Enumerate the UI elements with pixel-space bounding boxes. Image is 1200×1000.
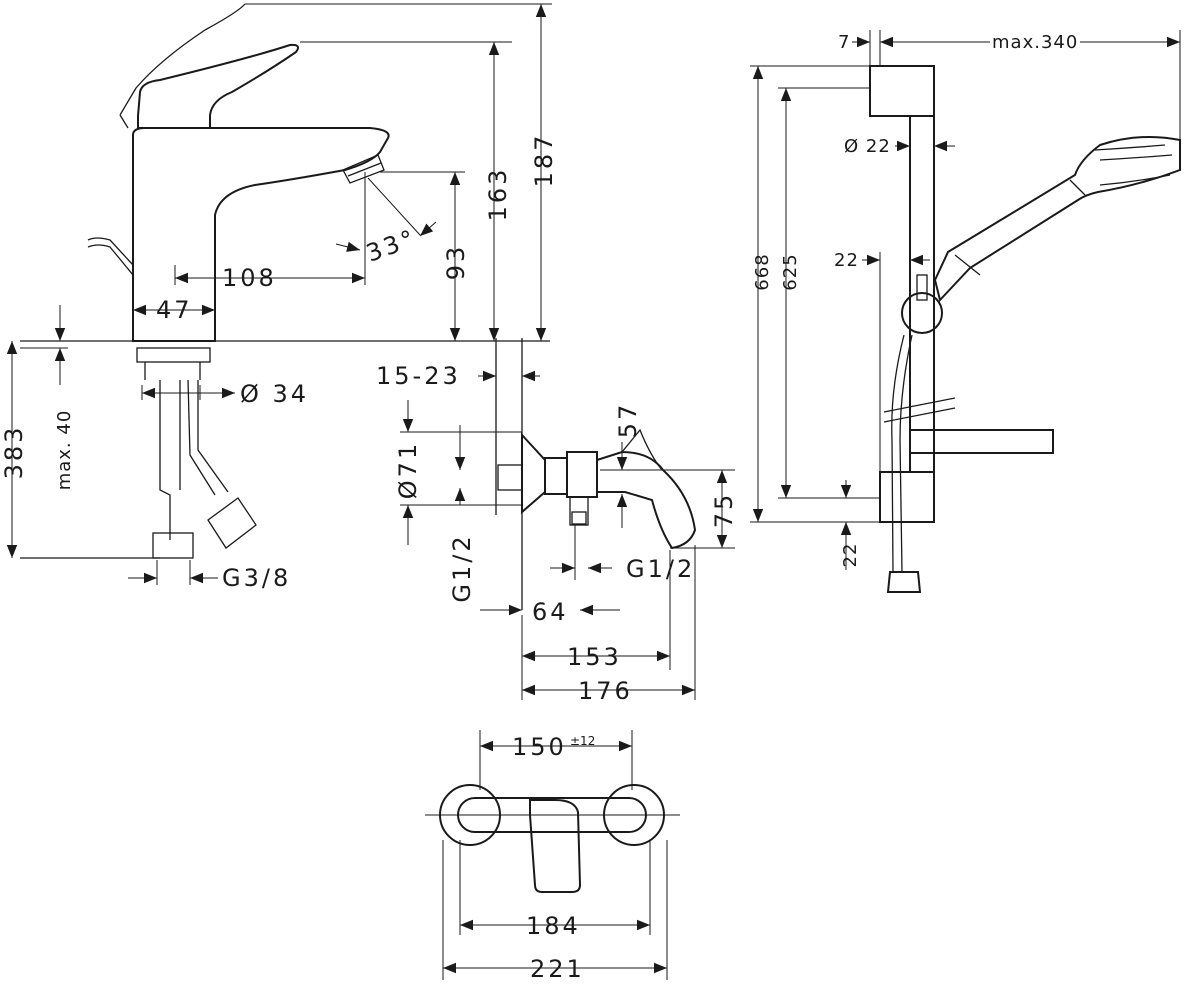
basin-dim-108: 108: [222, 264, 277, 292]
basin-dim-163: 163: [484, 167, 512, 222]
shower-mixer-body: [566, 451, 598, 498]
shower-dim-153: 153: [567, 643, 622, 671]
shower-dim-g12-left: G1/2: [448, 533, 476, 602]
rail-handshower: [933, 135, 1181, 303]
front-dim-221: 221: [530, 955, 585, 983]
rail-dim-7: 7: [838, 32, 850, 53]
basin-dim-47: 47: [156, 296, 193, 324]
front-dim-184: 184: [526, 912, 581, 940]
basin-hose-left: [159, 380, 181, 540]
basin-popup-rod: [87, 237, 134, 276]
rail-bottom-bracket: [879, 471, 935, 523]
shower-mixer-front-view: 150 ±12 184 221: [425, 730, 680, 983]
shower-rail-view: 7 max.340 Ø 22 22 668 625 22: [750, 30, 1181, 593]
front-dim-150: 150: [512, 733, 567, 761]
rail-top-bracket: [869, 65, 935, 117]
shower-eccentric: [497, 464, 523, 491]
shower-union: [544, 457, 568, 495]
rail-dim-max340: max.340: [992, 32, 1078, 53]
rail-dim-22-top: 22: [834, 250, 859, 271]
rail-hose-end: [886, 571, 922, 593]
shower-dim-64: 64: [532, 598, 569, 626]
basin-hose-nut-left: [152, 532, 194, 559]
basin-dim-max40: max. 40: [54, 410, 75, 491]
basin-dim-187: 187: [530, 133, 558, 188]
rail-slider: [901, 292, 943, 334]
basin-mixer-aerator: [342, 154, 385, 184]
rail-dim-22-bottom: 22: [840, 543, 861, 568]
basin-dim-93: 93: [442, 244, 470, 281]
rail-dim-diameter-22: Ø 22: [844, 136, 891, 157]
basin-mixer-lever-ghost: [119, 3, 246, 129]
rail-dim-668: 668: [752, 253, 773, 290]
rail-dim-625: 625: [780, 253, 801, 290]
shower-dim-15-23: 15-23: [376, 362, 461, 390]
front-mixer-lever: [529, 799, 582, 893]
rail-hose: [891, 334, 913, 573]
shower-dim-57: 57: [614, 402, 642, 439]
shower-dim-75: 75: [710, 492, 738, 529]
shower-dim-g12-right: G1/2: [626, 555, 695, 583]
shower-outlet: [569, 496, 589, 526]
basin-dim-33deg: 33°: [362, 224, 420, 268]
shower-mixer-lever: [596, 450, 697, 550]
front-dim-150-tolerance: ±12: [570, 734, 595, 748]
shower-dim-diameter-71: Ø71: [394, 441, 422, 499]
rail-soap-dish: [909, 429, 1054, 454]
basin-hose-right: [187, 379, 229, 496]
basin-dim-g38: G3/8: [222, 564, 291, 592]
basin-dim-diameter-34: Ø 34: [240, 380, 309, 408]
basin-mixer-view: 108 47 33° 93 163 187 383 max. 40 Ø 34 G…: [0, 3, 558, 592]
shower-mixer-side-view: 15-23 57 Ø71 75 G1/2 G1/2 64 153 176: [376, 338, 738, 705]
shower-cover-flange: [521, 432, 546, 515]
basin-hose-nut-right: [207, 497, 257, 549]
basin-dim-383: 383: [0, 425, 28, 480]
shower-dim-176: 176: [578, 677, 633, 705]
basin-mixer-lever: [137, 43, 299, 129]
basin-mounting-nut: [136, 347, 211, 363]
